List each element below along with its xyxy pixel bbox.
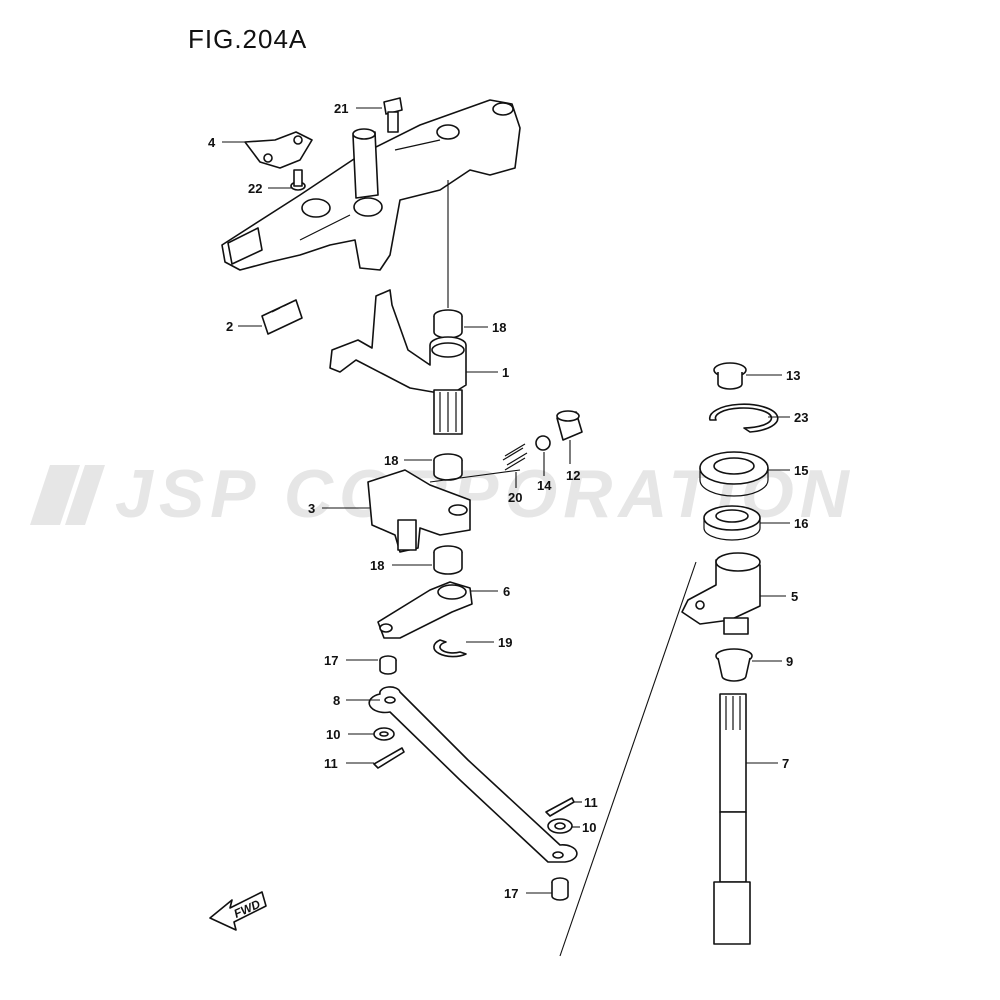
callout-number: 18 [384, 453, 398, 468]
callout-8: 8 [333, 693, 380, 708]
callout-9: 9 [752, 654, 793, 669]
shift-rod-part-7 [713, 693, 751, 945]
callout-number: 16 [794, 516, 808, 531]
callout-number: 4 [208, 135, 216, 150]
callout-3: 3 [308, 501, 370, 516]
callout-number: 9 [786, 654, 793, 669]
bearing-part-15 [699, 451, 769, 497]
oil-seal-part-16 [703, 505, 761, 541]
callout-2: 2 [226, 319, 262, 334]
callout-number: 18 [492, 320, 506, 335]
callout-18-middle: 18 [384, 453, 432, 468]
callout-6: 6 [470, 584, 510, 599]
callout-number: 17 [324, 653, 338, 668]
bushing-part-18-upper [433, 309, 463, 339]
link-rod-part-8 [368, 686, 578, 863]
callout-20: 20 [508, 472, 522, 505]
fwd-label: FWD [232, 897, 263, 921]
callout-number: 13 [786, 368, 800, 383]
callout-number: 20 [508, 490, 522, 505]
upper-bracket-part [221, 99, 521, 271]
callout-number: 11 [324, 756, 338, 771]
snap-ring-part-23 [708, 403, 779, 433]
callout-4: 4 [208, 135, 246, 150]
spring-part-20 [502, 443, 528, 471]
callout-7: 7 [746, 756, 789, 771]
callout-number: 7 [782, 756, 789, 771]
bushing-part-17-upper [379, 655, 397, 675]
callout-number: 8 [333, 693, 340, 708]
callout-12: 12 [566, 440, 580, 483]
bolt-part-21 [383, 97, 403, 133]
callout-number: 18 [370, 558, 384, 573]
fwd-arrow-icon: FWD [209, 891, 267, 931]
arm-part-6 [377, 581, 473, 639]
callout-number: 12 [566, 468, 580, 483]
callout-number: 11 [584, 795, 598, 810]
figure-title: FIG.204A [188, 24, 308, 54]
callout-21: 21 [334, 101, 382, 116]
plate-part-4 [244, 131, 313, 169]
callout-number: 17 [504, 886, 518, 901]
callout-11-upper: 11 [324, 756, 374, 771]
washer-part-10-lower [547, 818, 573, 834]
callout-number: 10 [326, 727, 340, 742]
callout-16: 16 [760, 516, 808, 531]
callout-11-lower: 11 [574, 795, 598, 810]
callout-23: 23 [768, 410, 808, 425]
bushing-part-18-lower [433, 545, 463, 575]
callout-number: 19 [498, 635, 512, 650]
callout-1: 1 [466, 365, 509, 380]
ball-part-14 [535, 435, 551, 451]
washer-part-10-upper [373, 727, 395, 741]
sleeve-part-12 [556, 410, 583, 441]
cotter-pin-part-11-lower [545, 797, 575, 817]
callout-10-upper: 10 [326, 727, 374, 742]
callout-number: 15 [794, 463, 808, 478]
callout-22: 22 [248, 181, 292, 196]
callout-number: 21 [334, 101, 348, 116]
callout-number: 23 [794, 410, 808, 425]
clip-part-2 [261, 299, 303, 335]
cotter-pin-part-11-upper [373, 747, 405, 769]
callout-number: 1 [502, 365, 509, 380]
bushing-part-17-lower [551, 877, 569, 901]
callouts: 21 4 22 2 18 1 13 23 [208, 101, 808, 901]
callout-number: 14 [537, 478, 552, 493]
circlip-part-19 [433, 639, 467, 658]
callout-15: 15 [768, 463, 808, 478]
callout-number: 3 [308, 501, 315, 516]
callout-5: 5 [760, 589, 798, 604]
callout-number: 6 [503, 584, 510, 599]
callout-17-lower: 17 [504, 886, 552, 901]
bushing-part-18-middle [433, 453, 463, 481]
cam-part-3 [367, 469, 471, 553]
callout-13: 13 [746, 368, 800, 383]
housing-part-5 [681, 552, 761, 635]
callout-18-lower: 18 [370, 558, 432, 573]
callout-14: 14 [537, 452, 552, 493]
callout-number: 22 [248, 181, 262, 196]
callout-17-upper: 17 [324, 653, 378, 668]
plug-part-13 [713, 362, 747, 390]
bolt-part-22 [290, 169, 306, 191]
shift-lever-part-1 [329, 289, 467, 435]
callout-number: 2 [226, 319, 233, 334]
callout-18-upper: 18 [464, 320, 506, 335]
callout-number: 5 [791, 589, 798, 604]
callout-10-lower: 10 [572, 820, 596, 835]
callout-number: 10 [582, 820, 596, 835]
callout-19: 19 [466, 635, 512, 650]
watermark-logo-icon [30, 465, 105, 525]
bushing-part-9 [715, 648, 753, 682]
